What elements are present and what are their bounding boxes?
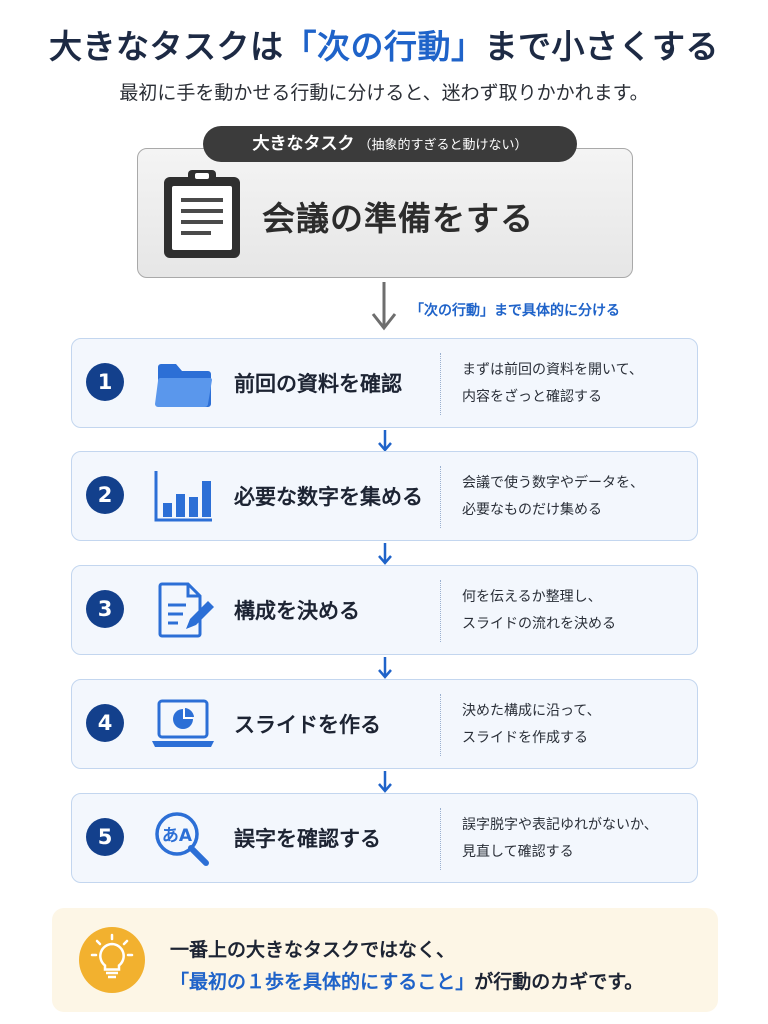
lightbulb-badge bbox=[79, 927, 145, 993]
step-description-line1: まずは前回の資料を開いて、 bbox=[462, 362, 643, 378]
step-label: スライドを作る bbox=[234, 713, 381, 737]
step-card-1: 1 前回の資料を確認 まずは前回の資料を開いて、 内容をざっと確認する bbox=[71, 338, 698, 428]
down-arrow-icon bbox=[378, 657, 392, 679]
title-suffix: まで小さくする bbox=[484, 27, 719, 66]
step-description: 会議で使う数字やデータを、 必要なものだけ集める bbox=[462, 470, 644, 524]
laptop-chart-icon bbox=[152, 699, 214, 747]
clipboard-icon bbox=[164, 170, 240, 258]
step-number-badge: 2 bbox=[86, 476, 124, 514]
step-label: 前回の資料を確認 bbox=[234, 372, 402, 396]
down-arrow-icon bbox=[378, 430, 392, 452]
bar-chart-icon bbox=[154, 471, 212, 522]
step-card-4: 4 スライドを作る 決めた構成に沿って、 スライドを作成する bbox=[71, 679, 698, 769]
tip-line1: 一番上の大きなタスクではなく、 bbox=[170, 939, 456, 961]
step-description: 何を伝えるか整理し、 スライドの流れを決める bbox=[462, 584, 616, 638]
title-prefix: 大きなタスクは bbox=[49, 27, 284, 66]
step-card-2: 2 必要な数字を集める 会議で使う数字やデータを、 必要なものだけ集める bbox=[71, 451, 698, 541]
step-number-badge: 5 bbox=[86, 818, 124, 856]
page-subtitle: 最初に手を動かせる行動に分けると、迷わず取りかかれます。 bbox=[119, 82, 649, 104]
big-task-pill-sub: （抽象的すぎると動けない） bbox=[358, 138, 528, 153]
title-highlight: 「次の行動」 bbox=[283, 27, 485, 66]
step-card-3: 3 構成を決める 何を伝えるか整理し、 スライドの流れを決める bbox=[71, 565, 698, 655]
step-description-line2: 必要なものだけ集める bbox=[462, 502, 602, 518]
step-card-5: 5 あA 誤字を確認する 誤字脱字や表記ゆれがないか、 見直して確認する bbox=[71, 793, 698, 883]
step-number-badge: 1 bbox=[86, 363, 124, 401]
big-task-pill: 大きなタスク（抽象的すぎると動けない） bbox=[203, 126, 577, 162]
step-label: 構成を決める bbox=[234, 599, 360, 623]
down-arrow-icon bbox=[371, 282, 397, 331]
tip-suffix: が行動のカギです。 bbox=[474, 971, 644, 993]
step-label: 必要な数字を集める bbox=[234, 485, 423, 509]
big-task-pill-main: 大きなタスク bbox=[252, 134, 355, 154]
step-description-line1: 何を伝えるか整理し、 bbox=[462, 589, 602, 605]
step-description-line2: スライドの流れを決める bbox=[462, 616, 616, 632]
step-number-badge: 4 bbox=[86, 704, 124, 742]
step-description-line1: 会議で使う数字やデータを、 bbox=[462, 475, 644, 491]
step-description-line2: 内容をざっと確認する bbox=[462, 389, 602, 405]
down-arrow-icon bbox=[378, 543, 392, 565]
step-label: 誤字を確認する bbox=[234, 827, 381, 851]
step-divider bbox=[440, 808, 441, 870]
page-title: 大きなタスクは「次の行動」まで小さくする bbox=[0, 20, 768, 68]
lightbulb-icon bbox=[90, 933, 134, 979]
step-description-line2: スライドを作成する bbox=[462, 730, 588, 746]
magnifier-text-icon: あA bbox=[155, 812, 209, 866]
down-arrow-icon bbox=[378, 771, 392, 793]
tip-line2: 「最初の１歩を具体的にすること」が行動のカギです。 bbox=[170, 967, 643, 994]
folder-icon bbox=[155, 364, 212, 407]
step-description: 誤字脱字や表記ゆれがないか、 見直して確認する bbox=[462, 812, 658, 866]
tip-highlight: 「最初の１歩を具体的にすること」 bbox=[170, 971, 475, 993]
step-description: 決めた構成に沿って、 スライドを作成する bbox=[462, 698, 601, 752]
step-description-line1: 誤字脱字や表記ゆれがないか、 bbox=[462, 817, 658, 833]
step-divider bbox=[440, 694, 441, 756]
step-description-line1: 決めた構成に沿って、 bbox=[462, 703, 601, 719]
big-task-text: 会議の準備をする bbox=[262, 199, 534, 238]
step-description: まずは前回の資料を開いて、 内容をざっと確認する bbox=[462, 357, 643, 411]
step-divider bbox=[440, 466, 441, 528]
step-description-line2: 見直して確認する bbox=[462, 844, 574, 860]
step-number-badge: 3 bbox=[86, 590, 124, 628]
svg-text:あA: あA bbox=[162, 826, 193, 846]
step-divider bbox=[440, 580, 441, 642]
document-edit-icon bbox=[158, 582, 214, 638]
tip-box: 一番上の大きなタスクではなく、 「最初の１歩を具体的にすること」が行動のカギです… bbox=[52, 908, 718, 1012]
arrow-note: 「次の行動」まで具体的に分ける bbox=[410, 303, 620, 319]
step-divider bbox=[440, 353, 441, 415]
